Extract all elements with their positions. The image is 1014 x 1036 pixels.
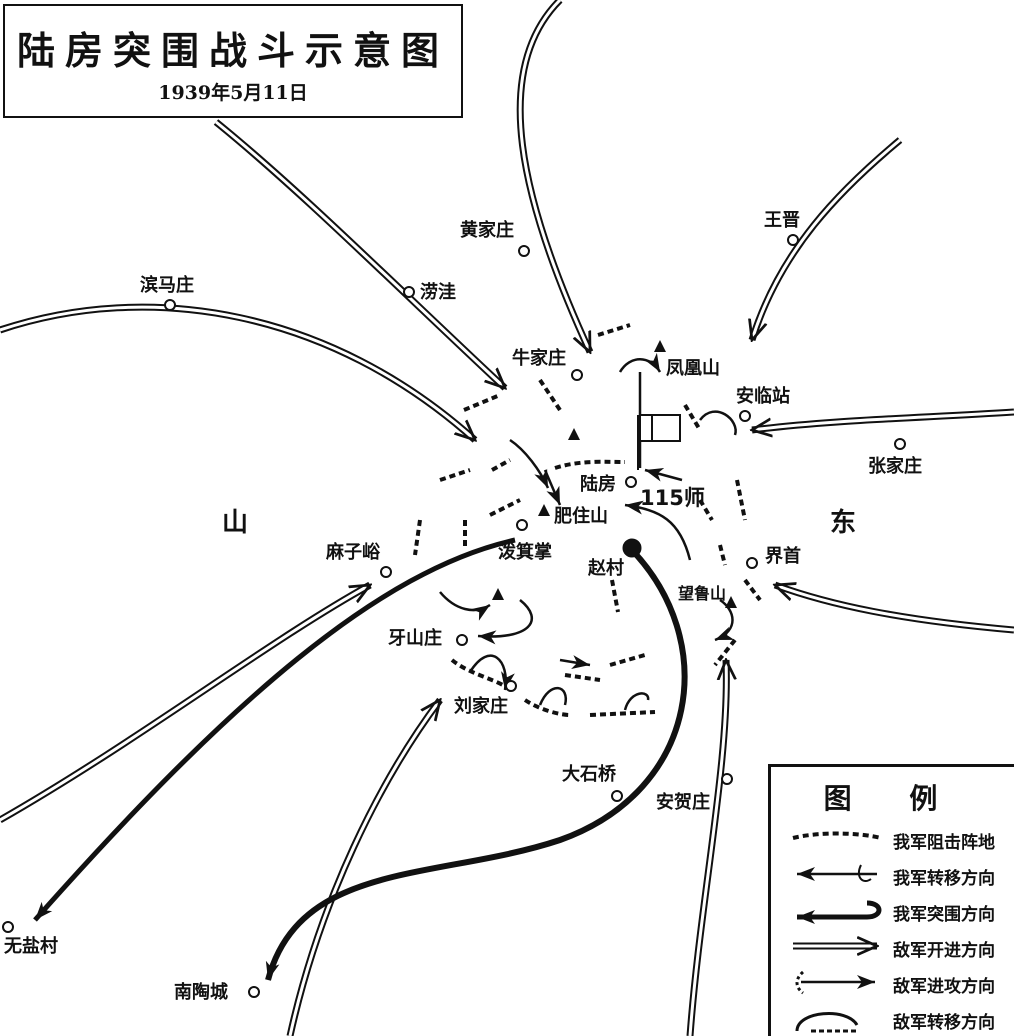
village-marker-niujiazhuang: [571, 369, 583, 381]
village-marker-bingmazhuang: [164, 299, 176, 311]
mountain-icon: [568, 428, 580, 440]
village-markers: [2, 234, 906, 998]
breakout-route-south: [265, 545, 688, 981]
legend-item-enemy-attack: 敌军进攻方向: [781, 967, 1014, 997]
place-label-zhaocun: 赵村: [588, 558, 624, 579]
mountain-icon: [725, 596, 737, 608]
village-marker-laowa: [403, 286, 415, 298]
village-marker-wuyancun: [2, 921, 14, 933]
place-label-wuyancun: 无盐村: [4, 936, 58, 957]
village-marker-anhezhuang: [721, 773, 733, 785]
place-label-division: 115师: [640, 486, 705, 510]
village-marker-wangjin: [787, 234, 799, 246]
enemy-advance-arrow-west: [0, 303, 475, 443]
legend-item-breakout: 我军突围方向: [781, 895, 1014, 925]
village-marker-zhangjiazhuang: [894, 438, 906, 450]
region-label-left: 山: [222, 508, 249, 538]
village-marker-huangjiazhuang: [518, 245, 530, 257]
legend-symbol-block: [792, 831, 882, 840]
village-marker-mazilu: [380, 566, 392, 578]
legend-item-block: 我军阻击阵地: [781, 823, 1014, 853]
map-legend: 图 例 我军阻击阵地 我军转移方向 我军突围方向 敌军开进方向 敌军进攻方向: [768, 764, 1014, 1036]
enemy-advance-arrow-northwest: [213, 119, 505, 391]
place-label-anlinzhan: 安临站: [736, 386, 790, 407]
village-marker-liujiazhuang: [505, 680, 517, 692]
place-label-huangjiazhuang: 黄家庄: [460, 220, 514, 241]
hq-flag-icon: [637, 414, 681, 470]
village-marker-anlinzhan: [739, 410, 751, 422]
place-label-lufang: 陆房: [580, 474, 616, 495]
mountain-icon: [538, 504, 550, 516]
enemy-advance-arrow-southwest-1: [0, 581, 370, 824]
map-title: 陆房突围战斗示意图: [16, 29, 449, 73]
village-marker-nantaocheng: [248, 986, 260, 998]
legend-symbol-breakout: [797, 900, 882, 924]
place-label-liujiazhuang: 刘家庄: [454, 696, 508, 717]
breakout-routes: [33, 537, 688, 981]
legend-label: 我军突围方向: [893, 905, 995, 925]
village-marker-dashiqiao: [611, 790, 623, 802]
enemy-advance-arrow-north: [516, 0, 594, 352]
legend-symbol-enemy-attack: [795, 970, 875, 995]
place-label-yashanzhuang: 牙山庄: [388, 628, 442, 649]
place-label-wangrushan: 望鲁山: [678, 584, 727, 603]
place-label-dashiqiao: 大石桥: [562, 764, 616, 785]
place-label-niujiazhuang: 牛家庄: [512, 348, 566, 369]
place-label-bingmazhuang: 滨马庄: [140, 275, 194, 296]
blocking-positions: [413, 323, 762, 717]
place-label-fenghuangshan: 凤凰山: [666, 358, 720, 379]
map-date: 1939年5月11日: [158, 82, 308, 104]
legend-item-enemy-shift: 敌军转移方向: [781, 1003, 1014, 1033]
region-label-right: 东: [830, 508, 857, 538]
legend-item-enemy-advance: 敌军开进方向: [781, 931, 1014, 961]
place-label-wangjin: 王晋: [764, 210, 800, 231]
enemy-advance-arrow-northeast: [752, 137, 903, 340]
breakout-origin-dot: [622, 538, 642, 558]
breakout-route-west: [33, 537, 516, 922]
mountain-icon: [492, 588, 504, 600]
place-label-anhezhuang: 安贺庄: [656, 792, 710, 813]
place-label-zhangjiazhuang: 张家庄: [868, 456, 922, 477]
enemy-advance-arrow-southeast: [775, 581, 1014, 634]
legend-label: 敌军开进方向: [893, 941, 995, 961]
legend-symbol-enemy-shift: [795, 1012, 859, 1033]
village-marker-lufang: [625, 476, 637, 488]
enemy-advance-arrow-east: [752, 408, 1014, 430]
village-marker-jieshou: [746, 557, 758, 569]
enemy-advance-arrow-south: [686, 660, 726, 1036]
legend-symbol-enemy-advance: [793, 931, 887, 961]
legend-item-transfer: 我军转移方向: [781, 859, 1014, 889]
legend-label: 敌军转移方向: [893, 1013, 995, 1033]
legend-symbol-transfer: [797, 864, 877, 883]
legend-label: 敌军进攻方向: [893, 977, 995, 997]
place-label-nantaocheng: 南陶城: [174, 982, 228, 1003]
enemy-advance-arrow-southwest-2: [286, 700, 443, 1036]
place-label-laowa: 涝洼: [420, 282, 456, 303]
legend-title: 图 例: [823, 782, 962, 815]
enemy-attack-arrows: [439, 359, 737, 711]
map-title-box: 陆房突围战斗示意图 1939年5月11日: [3, 4, 463, 118]
place-label-jieshou: 界首: [765, 546, 801, 567]
village-marker-yashanzhuang: [456, 634, 468, 646]
mountain-markers: [492, 340, 737, 608]
legend-label: 我军阻击阵地: [893, 833, 995, 853]
place-label-pojizhang: 泼箕掌: [498, 542, 552, 563]
place-label-feizhushan: 肥住山: [554, 506, 608, 527]
legend-label: 我军转移方向: [893, 869, 995, 889]
village-marker-pojizhang: [516, 519, 528, 531]
place-label-mazilu: 麻子峪: [326, 542, 380, 563]
mountain-icon: [654, 340, 666, 352]
